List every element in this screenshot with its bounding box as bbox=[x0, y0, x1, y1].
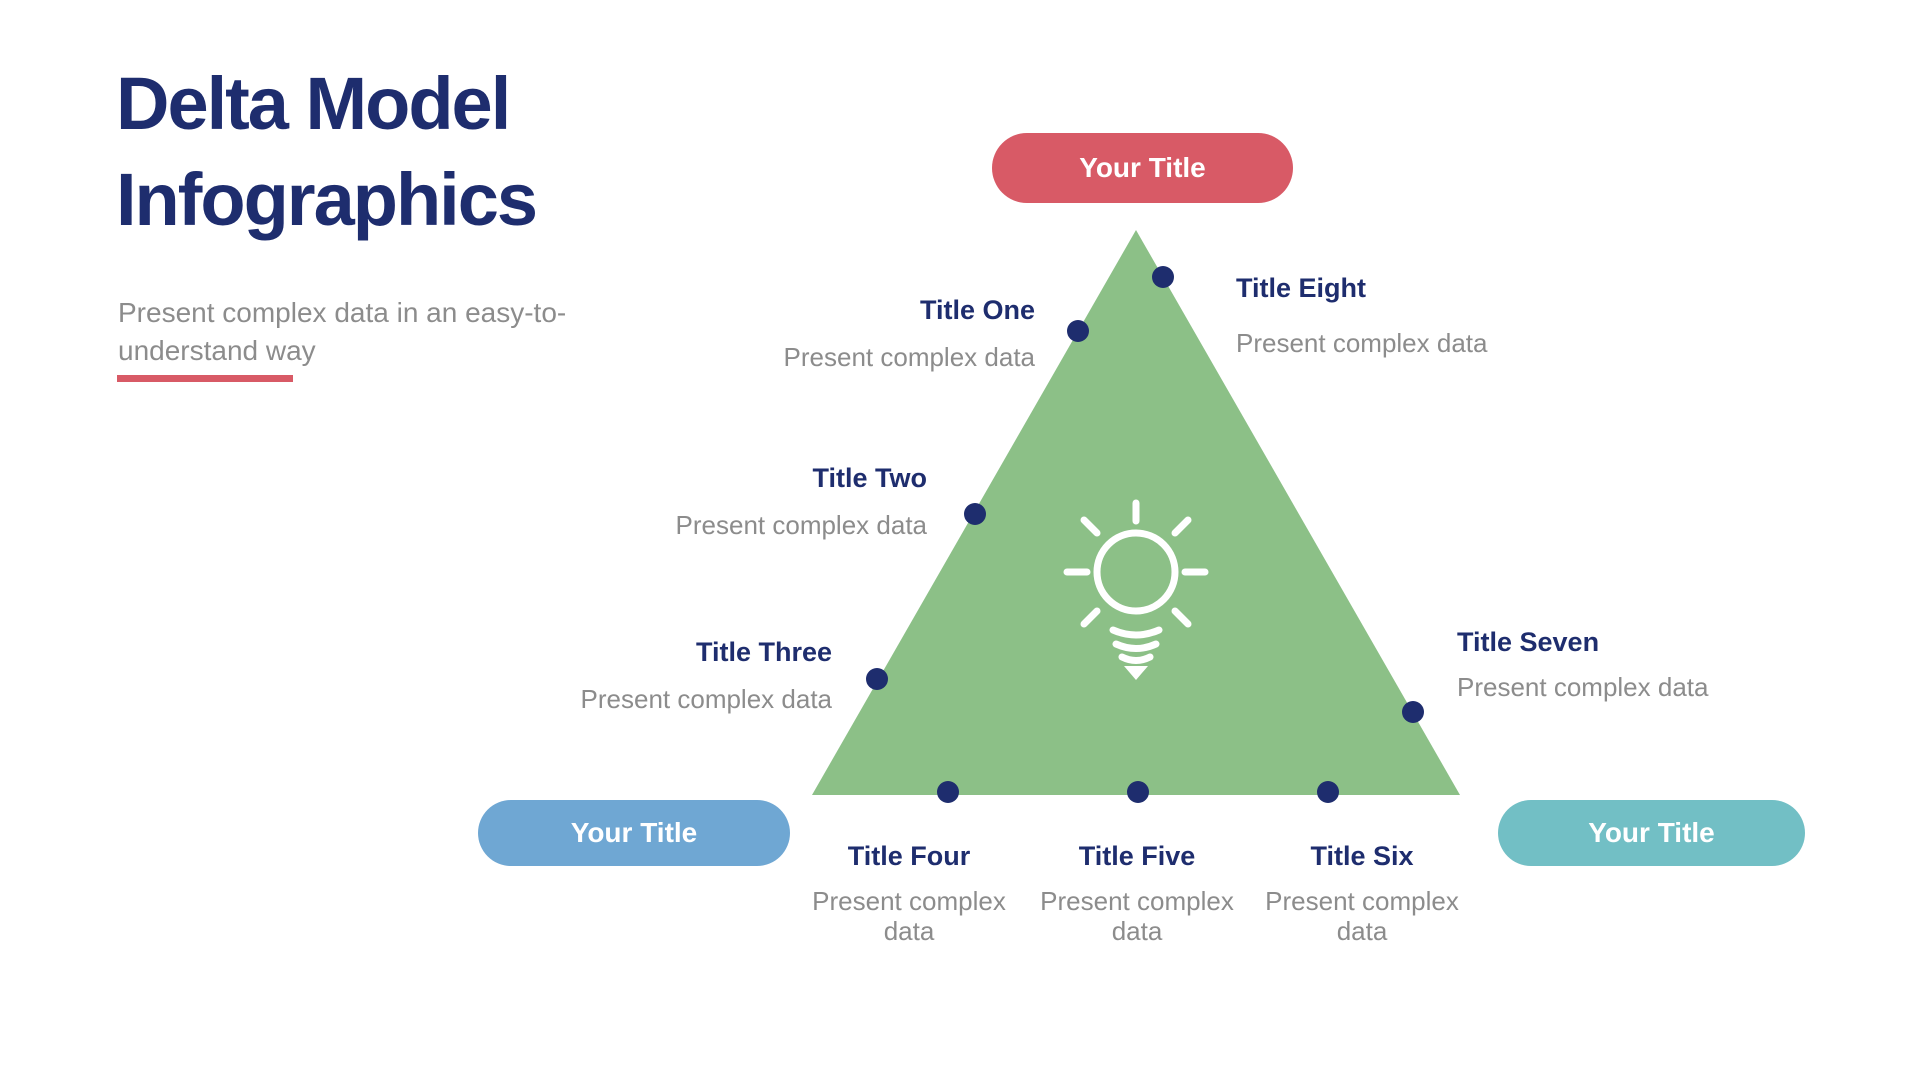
item-title-six: Title Six Present complex data bbox=[1262, 840, 1462, 946]
marker-dot-six bbox=[1317, 781, 1339, 803]
item-four-title: Title Four bbox=[847, 841, 971, 871]
your-title-pill-bottom-left[interactable]: Your Title bbox=[478, 800, 790, 866]
item-eight-title: Title Eight bbox=[1236, 273, 1367, 303]
title-underline bbox=[117, 375, 293, 382]
your-title-pill-top[interactable]: Your Title bbox=[992, 133, 1293, 203]
item-title-seven: Title Seven Present complex data bbox=[1457, 626, 1708, 702]
page-subtitle-line-1: Present complex data in an easy-to- bbox=[118, 297, 567, 328]
marker-dot-five bbox=[1127, 781, 1149, 803]
item-two-desc: Present complex data bbox=[675, 510, 927, 540]
item-four-desc: Present complex data bbox=[812, 886, 1006, 946]
page-subtitle: Present complex data in an easy-to- unde… bbox=[118, 294, 566, 370]
item-title-eight: Title Eight Present complex data bbox=[1236, 272, 1487, 358]
item-title-four: Title Four Present complex data bbox=[809, 840, 1009, 946]
item-five-desc: Present complex data bbox=[1040, 886, 1234, 946]
your-title-pill-top-label: Your Title bbox=[1079, 152, 1206, 183]
marker-dot-one bbox=[1067, 320, 1089, 342]
page-title-line-2: Infographics bbox=[116, 158, 538, 241]
item-three-title: Title Three bbox=[695, 637, 832, 667]
item-title-three: Title Three Present complex data bbox=[581, 636, 832, 714]
item-title-one: Title One Present complex data bbox=[784, 294, 1035, 372]
page-subtitle-line-2: understand way bbox=[118, 335, 316, 366]
marker-dot-three bbox=[866, 668, 888, 690]
marker-dot-eight bbox=[1152, 266, 1174, 288]
item-seven-desc: Present complex data bbox=[1457, 672, 1709, 702]
your-title-pill-bottom-right-label: Your Title bbox=[1588, 817, 1715, 848]
item-eight-desc: Present complex data bbox=[1236, 328, 1488, 358]
item-two-title: Title Two bbox=[812, 463, 928, 493]
item-three-desc: Present complex data bbox=[580, 684, 832, 714]
item-one-title: Title One bbox=[919, 295, 1035, 325]
your-title-pill-bottom-right[interactable]: Your Title bbox=[1498, 800, 1805, 866]
marker-dot-two bbox=[964, 503, 986, 525]
marker-dot-four bbox=[937, 781, 959, 803]
item-six-title: Title Six bbox=[1310, 841, 1414, 871]
item-six-desc: Present complex data bbox=[1265, 886, 1459, 946]
page-title: Delta Model Infographics bbox=[116, 56, 538, 248]
item-one-desc: Present complex data bbox=[783, 342, 1035, 372]
item-seven-title: Title Seven bbox=[1457, 627, 1600, 657]
item-title-two: Title Two Present complex data bbox=[676, 462, 927, 540]
marker-dot-seven bbox=[1402, 701, 1424, 723]
item-title-five: Title Five Present complex data bbox=[1037, 840, 1237, 946]
your-title-pill-bottom-left-label: Your Title bbox=[570, 817, 698, 848]
lightbulb-icon bbox=[1063, 499, 1209, 680]
item-five-title: Title Five bbox=[1078, 841, 1196, 871]
page-title-line-1: Delta Model bbox=[116, 62, 511, 145]
